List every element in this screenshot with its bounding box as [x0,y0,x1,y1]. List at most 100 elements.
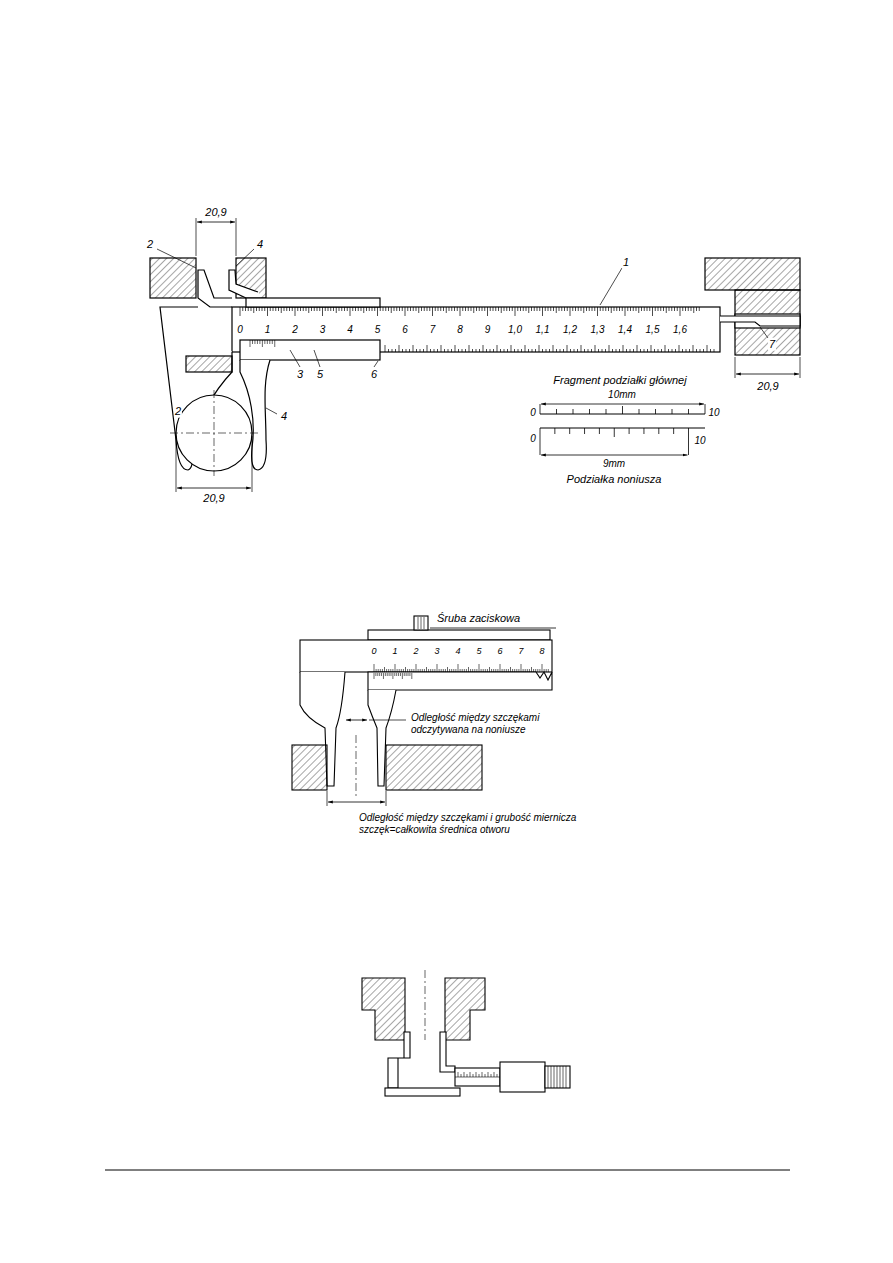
dimension-line [346,720,367,721]
scale-tick [490,349,491,352]
scale-tick [262,307,263,311]
scale-tick [603,307,604,311]
scale-tick [554,1066,555,1088]
callout-number: 3 [296,368,304,381]
scale-tick [625,307,626,316]
scale-tick [630,349,631,352]
scale-tick [523,669,524,672]
scale-number: 0 [529,407,537,419]
scale-tick [560,1066,561,1088]
scale-tick [658,349,659,352]
scale-tick [669,307,670,311]
scale-tick [549,349,550,352]
scale-tick [434,349,435,352]
scale-tick [529,669,530,672]
annotation-text: Odległość między szczękami odczytywana n… [410,712,572,735]
scale-tick [550,307,551,311]
scale-tick [242,307,243,311]
scale-tick [654,349,655,352]
scale-tick [470,1072,471,1077]
scale-tick [660,307,661,311]
scale-tick [281,307,282,313]
scale-tick [420,349,421,352]
scale-tick [611,307,612,313]
micrometer-jaw [440,1032,455,1072]
scale-tick [561,307,562,311]
scale-tick [514,669,515,672]
scale-tick [385,307,386,311]
scale-tick [583,307,584,313]
micrometer-frame [385,1088,460,1096]
scale-tick [479,349,480,352]
scale-tick [352,307,353,311]
scale-tick [405,667,406,672]
scale-tick [483,669,484,672]
scale-tick [602,349,603,352]
scale-tick [449,307,450,311]
callout-number: 4 [280,410,288,423]
dimension-value: 9mm [602,458,626,470]
scale-tick [253,307,254,313]
scale-tick [591,349,592,352]
extension-line [386,791,387,806]
scale-caption: Podziałka noniusza [566,473,663,486]
scale-tick [661,349,662,352]
micrometer-ratchet [545,1066,570,1088]
scale-tick [295,307,296,316]
scale-tick [497,669,498,672]
screw-knurl [424,617,425,629]
scale-tick [250,340,251,347]
scale-tick [619,307,620,311]
leader-line [236,249,254,266]
center-line [214,390,215,476]
scale-tick [428,669,429,672]
scale-tick [484,307,485,311]
scale-number: 1,0 [507,324,523,336]
scale-tick [411,669,412,672]
scale-tick [633,349,634,352]
scale-tick [641,307,642,311]
scale-tick [557,1066,558,1088]
scale-tick [422,669,423,672]
scale-tick [440,307,441,311]
annotation-text: Odległość między szczękami i grubość mie… [358,812,600,835]
scale-tick [643,428,644,434]
scale-tick [594,307,595,311]
scale-tick [559,307,560,311]
scale-tick [424,307,425,311]
scale-tick [497,345,498,352]
micrometer-thimble [500,1062,545,1092]
scale-tick [502,669,503,672]
scale-tick [418,669,419,672]
scale-tick [429,307,430,311]
scale-tick [673,428,674,434]
scale-tick [465,349,466,352]
callout-number: 4 [256,238,264,251]
scale-tick [474,669,475,672]
scale-tick [380,307,381,311]
scale-tick [406,673,407,676]
leader-line [600,268,622,305]
inner-jaw [198,270,232,307]
scale-tick [685,307,686,311]
scale-tick [402,349,403,352]
scale-number: 10 [693,435,706,447]
scale-number: 1,2 [562,324,578,336]
scale-tick [267,340,268,344]
scale-tick [314,307,315,311]
scale-tick [553,307,554,311]
scale-tick [443,669,444,672]
scale-tick [297,307,298,311]
scale-tick [489,667,490,672]
scale-tick [472,669,473,672]
scale-tick [388,349,389,352]
scale-tick [693,307,694,313]
scale-tick [612,349,613,352]
main-beam [300,640,552,672]
workpiece-section [186,356,232,372]
scale-tick [306,307,307,311]
clamp-screw [414,616,428,630]
scale-tick [537,669,538,672]
scale-tick [457,307,458,311]
